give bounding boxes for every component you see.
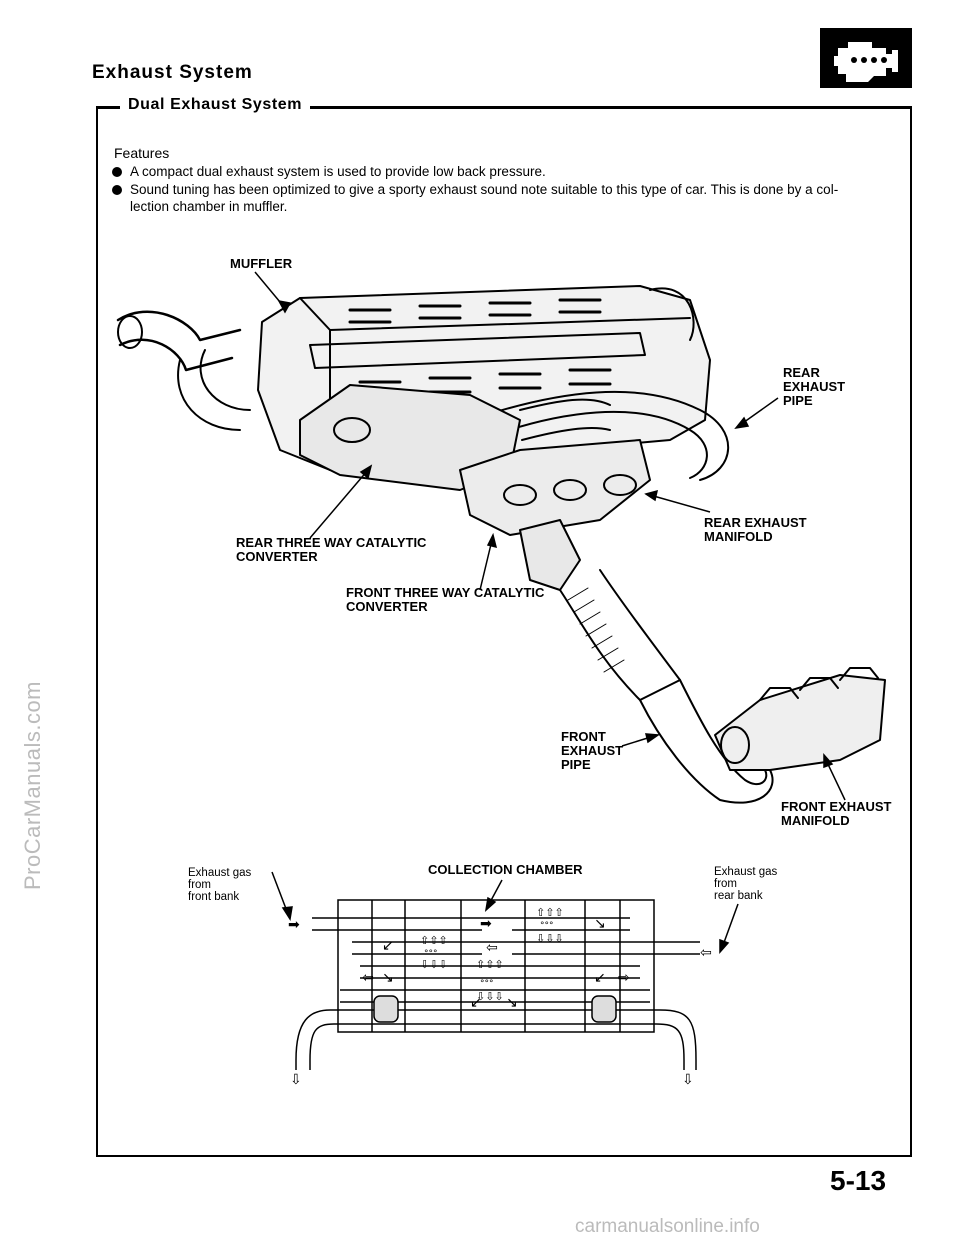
bullet-icon (112, 185, 122, 195)
feature-item: A compact dual exhaust system is used to… (112, 163, 902, 180)
flow-arrow-icon: ↘ (594, 916, 606, 932)
flow-arrow-icon: ⇩⇩⇩ (476, 990, 504, 1003)
label-rear-exhaust-manifold: REAR EXHAUST MANIFOLD (704, 515, 807, 544)
flow-arrow-icon: ⇩ (682, 1072, 694, 1088)
label-gas-front-bank: Exhaust gas from front bank (188, 867, 252, 903)
engine-icon-graphic (820, 28, 912, 88)
label-front-converter: FRONT THREE WAY CATALYTIC CONVERTER (346, 585, 545, 614)
engine-icon (820, 28, 912, 88)
flow-arrow-icon: ⇧⇧⇧ (420, 934, 448, 947)
page-number: 5-13 (830, 1165, 887, 1196)
page-title: Exhaust System (92, 62, 253, 83)
label-gas-rear-bank: Exhaust gas from rear bank (714, 866, 778, 902)
rear-pipe-shape (469, 390, 730, 481)
flow-arrow-icon: ⇧⇧⇧ (536, 906, 564, 919)
flow-bubble-icon: °°° (540, 921, 554, 931)
feature-item: Sound tuning has been optimized to give … (112, 181, 902, 215)
section-title: Dual Exhaust System (120, 96, 311, 114)
watermark-left: ProCarManuals.com (20, 680, 45, 890)
flow-arrow-icon: ⇩ (290, 1072, 302, 1088)
flow-arrow-icon: ➡ (288, 917, 300, 933)
flow-bubble-icon: °°° (424, 949, 438, 959)
flow-arrow-icon: ⇦ (362, 970, 374, 986)
label-muffler: MUFFLER (230, 256, 293, 271)
front-converter-shape (519, 519, 581, 591)
flow-arrow-icon: ⇨ (618, 970, 630, 986)
flow-arrow-icon: ⇩⇩⇩ (420, 958, 448, 971)
feature-text: Sound tuning has been optimized to give … (130, 182, 839, 214)
label-rear-exhaust-pipe: REAR EXHAUST PIPE (783, 365, 846, 408)
feature-text: A compact dual exhaust system is used to… (130, 164, 546, 179)
bullet-icon (112, 167, 122, 177)
content-frame (96, 106, 912, 1157)
flow-arrow-icon: ⇦ (486, 940, 498, 956)
flow-bubble-icon: °°° (480, 979, 494, 989)
label-front-exhaust-pipe: FRONT EXHAUST PIPE (561, 729, 624, 772)
features-heading: Features (114, 145, 170, 161)
flow-arrow-icon: ↙ (594, 970, 606, 986)
flow-arrow-icon: ⇦ (700, 945, 712, 961)
flow-arrow-icon: ⇧⇧⇧ (476, 958, 504, 971)
watermark-bottom: carmanualsonline.info (575, 1216, 760, 1237)
flow-arrow-icon: ➡ (480, 916, 492, 932)
flow-arrow-icon: ↙ (470, 995, 482, 1011)
flow-arrow-icon: ↘ (506, 995, 518, 1011)
label-rear-converter: REAR THREE WAY CATALYTIC CONVERTER (236, 535, 427, 564)
flow-arrow-icon: ⇩⇩⇩ (536, 932, 564, 945)
front-manifold-shape (714, 674, 886, 771)
label-collection-chamber: COLLECTION CHAMBER (428, 862, 583, 877)
flow-arrow-icon: ↙ (382, 938, 394, 954)
label-front-exhaust-manifold: FRONT EXHAUST MANIFOLD (781, 799, 892, 828)
front-pipe-shape (639, 699, 774, 804)
flow-arrow-icon: ↘ (382, 970, 394, 986)
